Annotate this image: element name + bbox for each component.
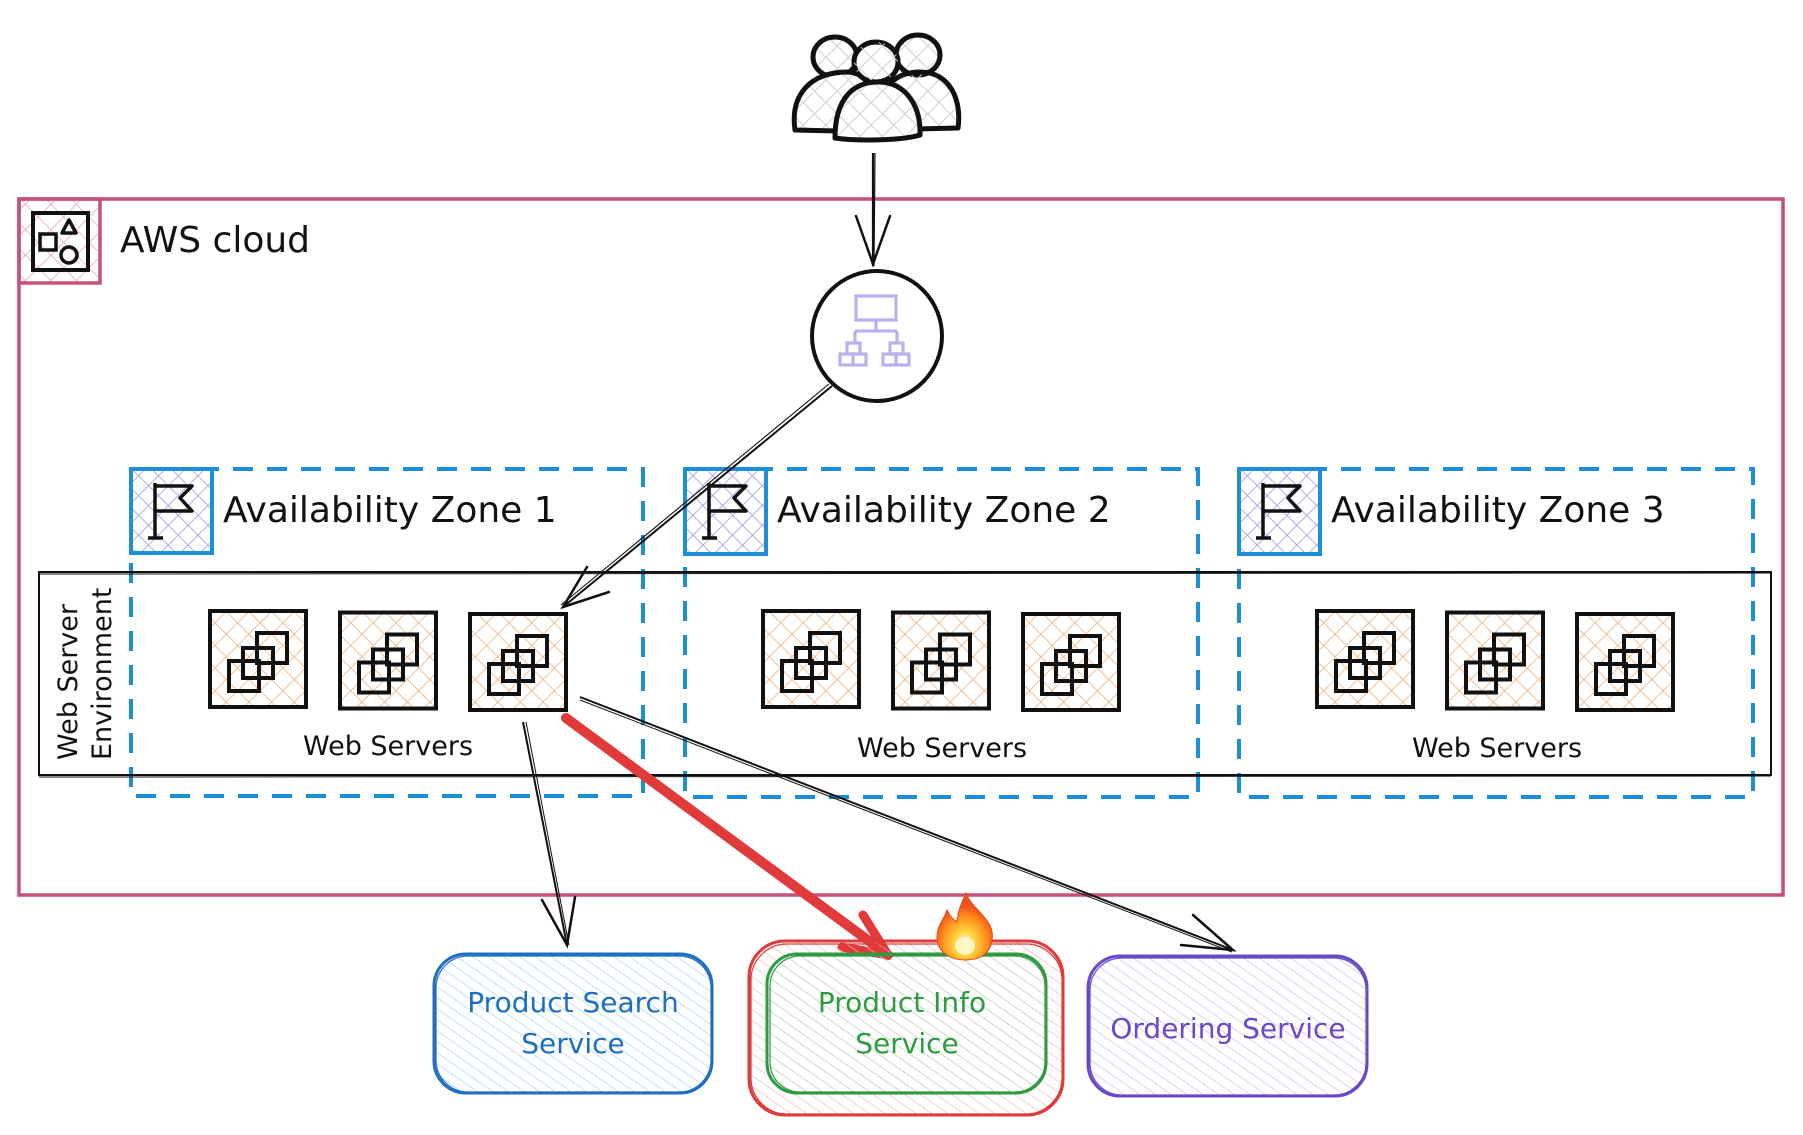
availability-zone-3[interactable]: Availability Zone 3	[1237, 467, 1755, 799]
web-server-icon[interactable]	[468, 612, 568, 712]
service-product-search[interactable]: Product Search Service	[432, 952, 714, 1095]
flag-icon	[129, 467, 214, 555]
web-server-icon[interactable]	[1021, 612, 1121, 712]
zone-1-label: Availability Zone 1	[223, 490, 557, 531]
aws-cloud-shapes-icon	[17, 197, 102, 285]
aws-cloud-container[interactable]: AWS cloud	[17, 197, 1785, 897]
aws-cloud-label: AWS cloud	[120, 220, 310, 261]
arrow-server-to-product-search	[522, 721, 577, 949]
arrow-server-to-ordering	[579, 696, 1237, 953]
flag-icon	[683, 467, 768, 556]
web-server-icon[interactable]	[1315, 609, 1415, 709]
web-server-icon[interactable]	[208, 609, 308, 709]
service-product-search-line1: Product Search	[467, 986, 678, 1019]
zone-3-servers-label: Web Servers	[1412, 733, 1582, 764]
load-balancer-icon	[838, 294, 911, 367]
users-group-icon[interactable]	[791, 32, 962, 143]
service-product-info[interactable]: Product Info Service	[747, 891, 1065, 1117]
web-server-environment[interactable]: Web Server Environment	[38, 571, 1772, 778]
arrow-users-to-load-balancer	[854, 152, 892, 268]
availability-zone-2[interactable]: Availability Zone 2	[683, 467, 1200, 799]
web-server-icon[interactable]	[338, 610, 438, 711]
web-server-icon[interactable]	[1445, 610, 1545, 711]
flag-icon	[1237, 467, 1322, 556]
web-server-icon[interactable]	[891, 610, 991, 711]
load-balancer[interactable]	[810, 269, 944, 403]
availability-zone-1[interactable]: Availability Zone 1	[129, 467, 645, 798]
zone-1-servers-label: Web Servers	[303, 731, 473, 762]
zone-2-label: Availability Zone 2	[777, 490, 1111, 531]
environment-label-line2: Environment	[87, 588, 118, 760]
web-server-icon[interactable]	[761, 609, 861, 709]
web-server-icon[interactable]	[1575, 612, 1675, 712]
service-product-info-line2: Service	[855, 1027, 958, 1060]
zone-3-label: Availability Zone 3	[1331, 490, 1665, 531]
fire-icon	[936, 891, 993, 961]
service-ordering-line1: Ordering Service	[1110, 1012, 1345, 1045]
service-ordering[interactable]: Ordering Service	[1086, 954, 1369, 1098]
arrow-load-balancer-to-server	[560, 383, 833, 610]
zone-2-servers-label: Web Servers	[857, 733, 1027, 764]
service-product-info-line1: Product Info	[818, 986, 986, 1019]
service-product-search-line2: Service	[521, 1027, 624, 1060]
environment-label-line1: Web Server	[53, 603, 84, 760]
web-servers	[208, 609, 1675, 712]
